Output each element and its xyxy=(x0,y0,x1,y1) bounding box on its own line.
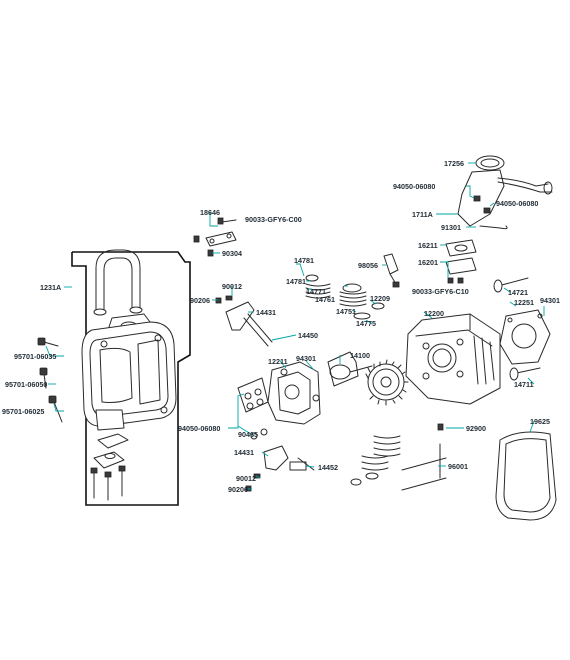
cover-bolts-part xyxy=(90,433,129,501)
label-92900: 92900 xyxy=(466,424,486,433)
studs-part xyxy=(401,423,447,491)
intake-manifold-part xyxy=(457,155,553,230)
cylinder-head-cover-part xyxy=(81,321,177,431)
leader-lines xyxy=(45,162,545,490)
label-12209: 12209 xyxy=(370,294,390,303)
label-14751: 14751 xyxy=(336,307,356,316)
line-art xyxy=(37,155,557,521)
label-1231A: 1231A xyxy=(40,283,61,292)
label-94050-06080-left: 94050-06080 xyxy=(178,424,220,433)
label-14431-bottom: 14431 xyxy=(234,448,254,457)
label-90012-bottom: 90012 xyxy=(236,474,256,483)
label-14771: 14771 xyxy=(306,287,326,296)
label-1711A: 1711A xyxy=(412,210,433,219)
label-14761: 14761 xyxy=(315,295,335,304)
label-19625: 19625 xyxy=(530,417,550,426)
label-14452: 14452 xyxy=(318,463,338,472)
spark-plug-part xyxy=(383,253,400,288)
camshaft-holder-part xyxy=(237,361,321,440)
label-95701-06025: 95701-06025 xyxy=(2,407,44,416)
label-14781-b: 14781 xyxy=(286,277,306,286)
insulator-part xyxy=(445,239,477,284)
label-90206-bottom: 90206 xyxy=(228,485,248,494)
label-90033-gfy6-c00: 90033-GFY6-C00 xyxy=(245,215,302,224)
label-90206-top: 90206 xyxy=(190,296,210,305)
label-14711: 14711 xyxy=(514,380,534,389)
label-16201: 16201 xyxy=(418,258,438,267)
gasket-19625-part xyxy=(495,431,557,521)
label-14775: 14775 xyxy=(356,319,376,328)
rocker-arm-top-part xyxy=(215,295,273,347)
bracket-18646-part xyxy=(193,217,237,257)
label-14431-top: 14431 xyxy=(256,308,276,317)
label-98056: 98056 xyxy=(358,261,378,270)
label-91301: 91301 xyxy=(441,223,461,232)
label-95701-06050: 95701-06050 xyxy=(5,380,47,389)
label-14450: 14450 xyxy=(298,331,318,340)
label-94301-right: 94301 xyxy=(540,296,560,305)
label-18646: 18646 xyxy=(200,208,220,217)
label-17256: 17256 xyxy=(444,159,464,168)
label-90012-top: 90012 xyxy=(222,282,242,291)
label-90465: 90465 xyxy=(238,430,258,439)
camshaft-part xyxy=(327,351,409,406)
label-90304: 90304 xyxy=(222,249,242,258)
label-12200: 12200 xyxy=(424,309,444,318)
label-12211: 12211 xyxy=(268,357,288,366)
label-12251: 12251 xyxy=(514,298,534,307)
cylinder-head-part xyxy=(405,313,501,405)
label-14781: 14781 xyxy=(294,256,314,265)
label-90033-gfy6-c10: 90033-GFY6-C10 xyxy=(412,287,469,296)
intake-valve-part xyxy=(493,277,541,381)
rocker-arm-bottom-part xyxy=(245,445,315,492)
label-16211: 16211 xyxy=(418,241,438,250)
label-96001: 96001 xyxy=(448,462,468,471)
valve-springs-top-part xyxy=(305,274,385,320)
label-95701-06035: 95701-06035 xyxy=(14,352,56,361)
label-94301-mid: 94301 xyxy=(296,354,316,363)
label-94050-06080-top-a: 94050-06080 xyxy=(393,182,435,191)
part-labels: 17256 94050-06080 94050-06080 1711A 9130… xyxy=(2,159,560,494)
left-bolts-part xyxy=(37,337,63,423)
head-cover-frame xyxy=(71,251,191,506)
label-14721: 14721 xyxy=(508,288,528,297)
valve-springs-bottom-part xyxy=(350,435,401,486)
label-14100: 14100 xyxy=(350,351,370,360)
head-gasket-part xyxy=(499,309,551,365)
label-94050-06080-top-b: 94050-06080 xyxy=(496,199,538,208)
